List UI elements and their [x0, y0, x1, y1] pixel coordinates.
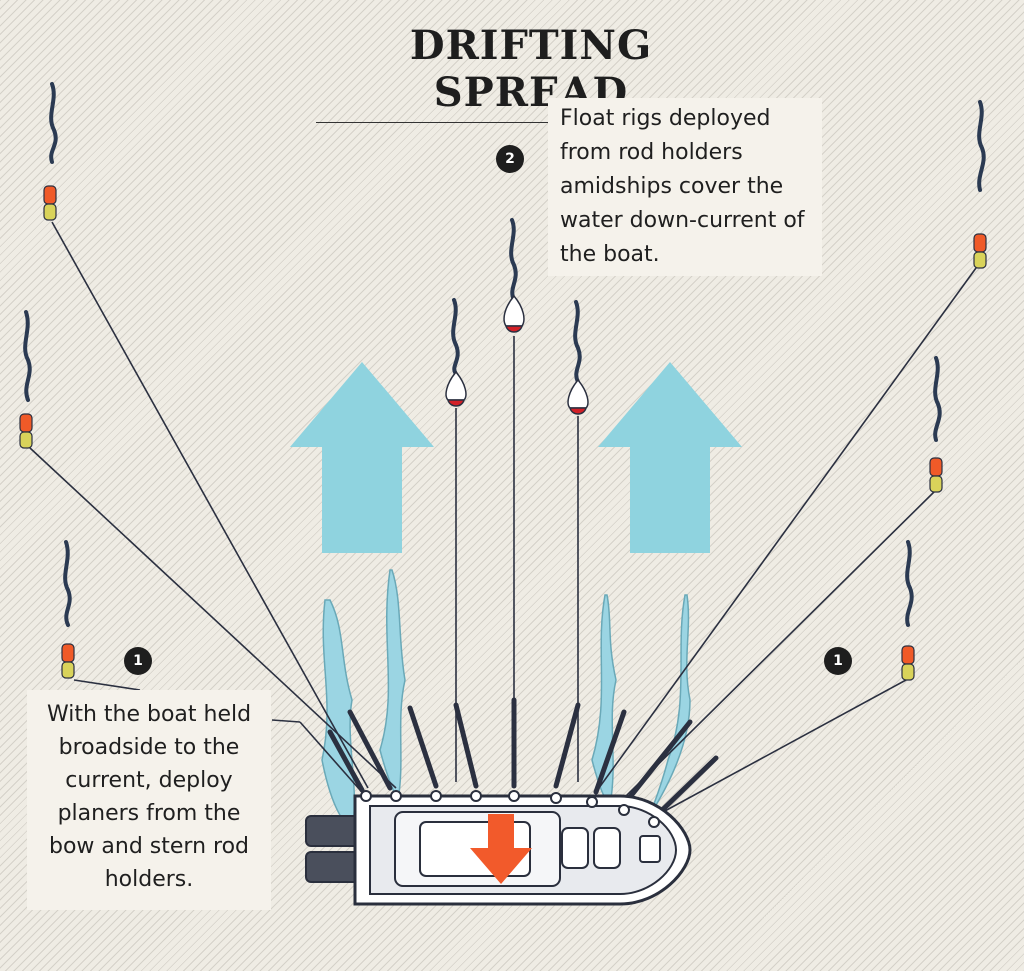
fishing-lines [29, 221, 977, 819]
callout-note-planers: With the boat held broadside to the curr… [27, 690, 271, 910]
callout-badge-2: 2 [496, 145, 524, 173]
callout-badge-1-right: 1 [824, 647, 852, 675]
callout-badge-1-left: 1 [124, 647, 152, 675]
lure-squiggles [23, 82, 986, 627]
float-icon [445, 294, 589, 415]
current-arrow-icon-left [290, 362, 434, 553]
planer-board-icon [19, 185, 987, 681]
drift-arrow-icon [470, 814, 532, 884]
current-arrow-icon-right [598, 362, 742, 553]
callout-note-float-rigs: Float rigs deployed from rod holders ami… [548, 98, 822, 276]
rods [327, 697, 719, 821]
